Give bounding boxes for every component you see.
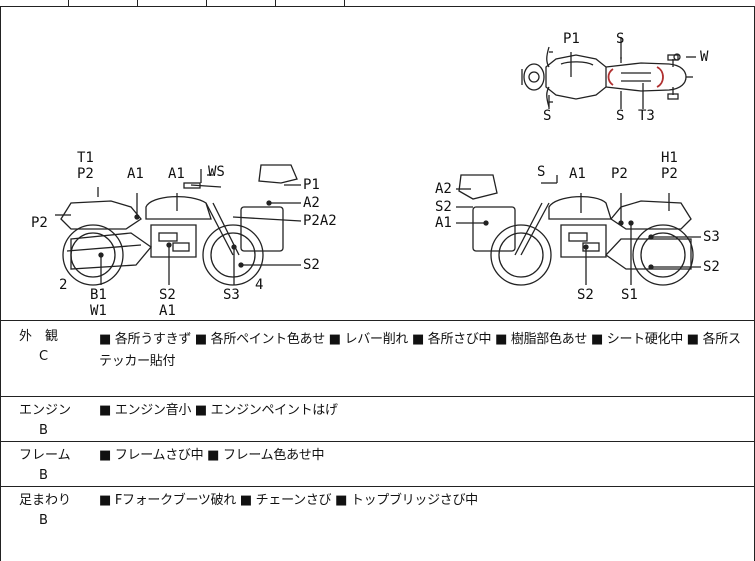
label-S2-right: S2: [703, 259, 720, 275]
label-S2-right-bottom: S2: [577, 287, 594, 303]
label-S2-left-bottom: S2: [159, 287, 176, 303]
label-WS: WS: [208, 164, 225, 180]
condition-items: ■ エンジン音小 ■ エンジンペイントはげ: [99, 403, 338, 418]
label-S-right: S: [537, 164, 545, 180]
motorcycle-top-view: [521, 37, 696, 109]
label-S-left: S: [543, 108, 551, 124]
label-P2-right: P2: [611, 166, 628, 182]
label-T3: T3: [638, 108, 655, 124]
condition-items: ■ Fフォークブーツ破れ ■ チェーンさび ■ トップブリッジさび中: [99, 493, 478, 508]
grade-value: B: [39, 513, 48, 528]
right-view-labels: S A1 P2 H1 P2 A2 S2 A1 S3 S2 S2 S1: [435, 150, 720, 303]
grade-value: B: [39, 468, 48, 483]
label-P1-left: P1: [303, 177, 320, 193]
label-A1-left-2: A1: [168, 166, 185, 182]
label-S-bottom: S: [616, 108, 624, 124]
condition-items: ■ 各所うすきず ■ 各所ペイント色あせ ■ レバー削れ ■ 各所さび中 ■ 樹…: [99, 332, 741, 369]
condition-row-suspension: 足まわり B ■ Fフォークブーツ破れ ■ チェーンさび ■ トップブリッジさび…: [1, 487, 754, 559]
top-table-strip: [0, 0, 755, 7]
label-T1: T1: [77, 150, 94, 166]
label-P2-left: P2: [31, 215, 48, 231]
category-label: フレーム: [19, 448, 71, 463]
condition-row-frame: フレーム B ■ フレームさび中 ■ フレーム色あせ中: [1, 442, 754, 487]
condition-row-engine: エンジン B ■ エンジン音小 ■ エンジンペイントはげ: [1, 397, 754, 442]
label-S-top: S: [616, 31, 624, 47]
top-view-labels: P1 S W S S T3: [543, 31, 709, 124]
left-view-labels: T1 P2 A1 A1 WS P1 P2 A2 P2A2 S2 2 B1 W1 …: [31, 150, 337, 319]
label-P2-right-top: P2: [661, 166, 678, 182]
label-B1: B1: [90, 287, 107, 303]
motorcycle-right-view: [456, 174, 701, 286]
label-A1-right-left: A1: [435, 215, 452, 231]
label-S2-left-right: S2: [303, 257, 320, 273]
label-P2A2: P2A2: [303, 213, 337, 229]
label-S3-left: S3: [223, 287, 240, 303]
motorcycle-diagram-svg: P1 S W S S T3: [31, 31, 720, 319]
motorcycle-left-view: [55, 164, 302, 286]
label-P1-top: P1: [563, 31, 580, 47]
label-W: W: [700, 49, 709, 65]
category-label: 外 観: [19, 329, 59, 344]
condition-items: ■ フレームさび中 ■ フレーム色あせ中: [99, 448, 325, 463]
label-2: 2: [59, 277, 67, 293]
label-A1-left: A1: [127, 166, 144, 182]
condition-row-exterior: 外 観 C ■ 各所うすきず ■ 各所ペイント色あせ ■ レバー削れ ■ 各所さ…: [1, 321, 754, 397]
label-4: 4: [255, 277, 263, 293]
grade-value: C: [39, 349, 49, 364]
label-A2-left: A2: [303, 195, 320, 211]
label-S2-right-left: S2: [435, 199, 452, 215]
category-label: 足まわり: [19, 493, 72, 508]
label-H1: H1: [661, 150, 678, 166]
damage-diagram: P1 S W S S T3: [0, 7, 755, 321]
grade-value: B: [39, 423, 48, 438]
category-label: エンジン: [19, 403, 72, 418]
label-W1: W1: [90, 303, 107, 319]
label-S3-right: S3: [703, 229, 720, 245]
label-A1-right: A1: [569, 166, 586, 182]
condition-table: 外 観 C ■ 各所うすきず ■ 各所ペイント色あせ ■ レバー削れ ■ 各所さ…: [0, 321, 755, 561]
label-P2-left-top: P2: [77, 166, 94, 182]
label-S1: S1: [621, 287, 638, 303]
label-A1-left-bottom: A1: [159, 303, 176, 319]
label-A2-right: A2: [435, 181, 452, 197]
